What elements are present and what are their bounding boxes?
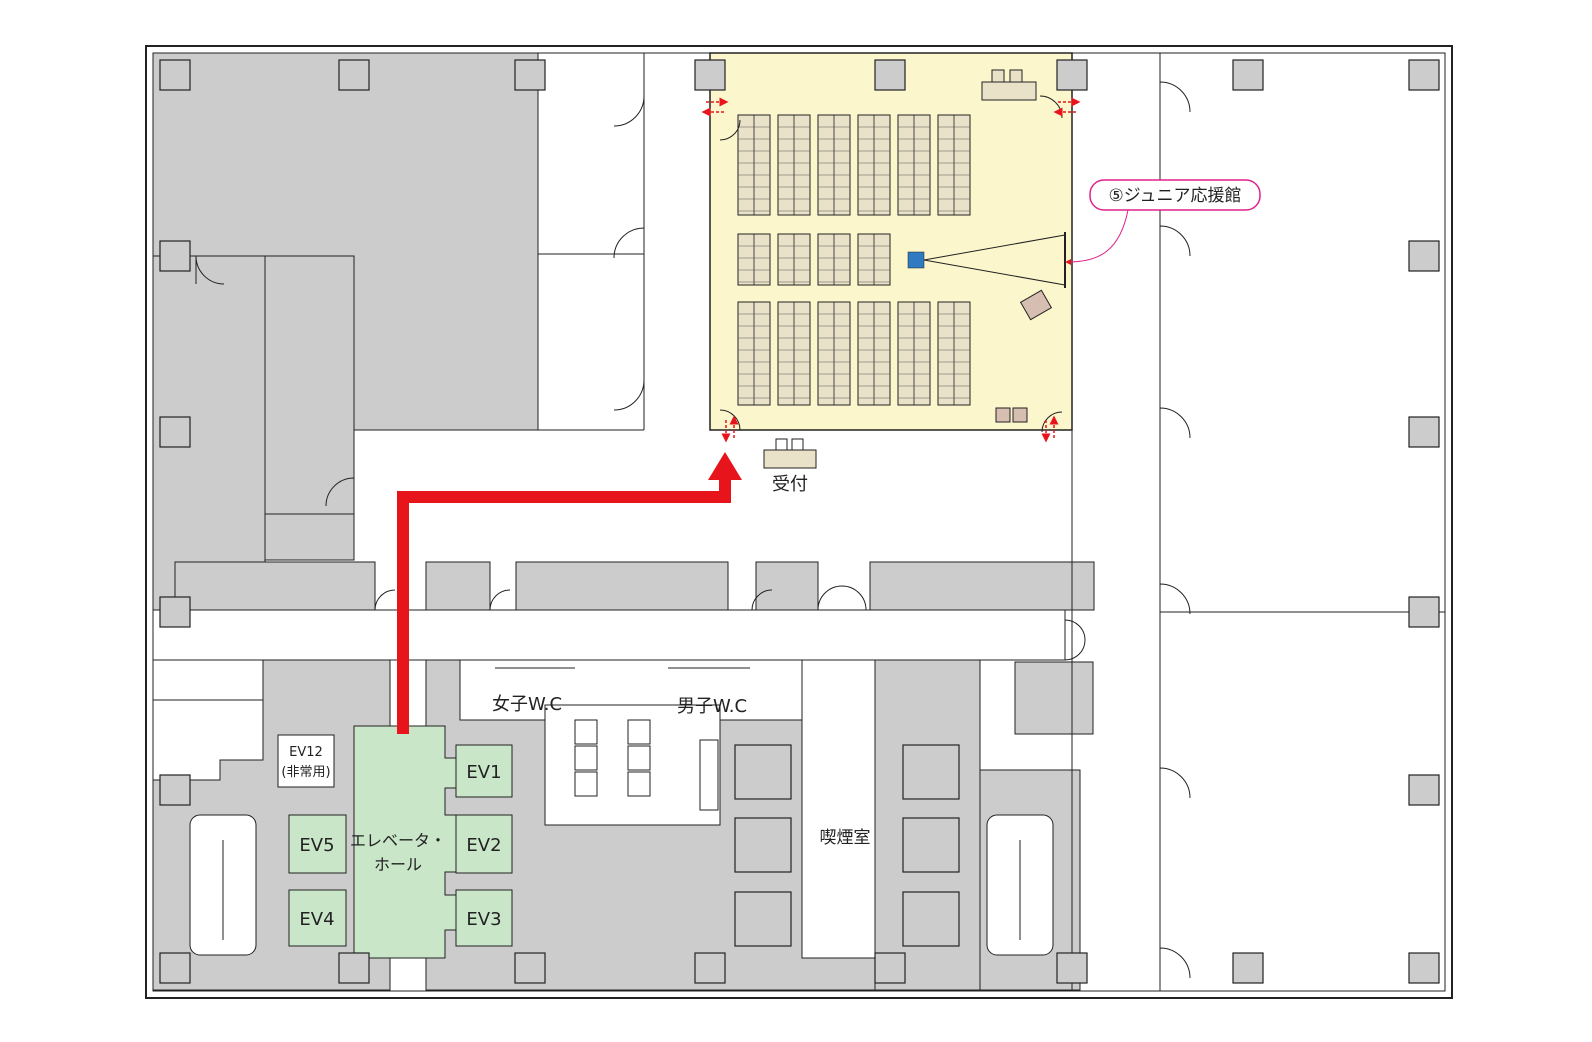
column-icon — [1408, 774, 1440, 806]
smoking-room — [801, 659, 876, 959]
column-icon — [1232, 952, 1264, 984]
elevators — [288, 744, 513, 947]
column-icon — [338, 952, 370, 984]
ev1-car — [455, 744, 513, 798]
ev2-label: EV2 — [466, 835, 501, 856]
column-icon — [1408, 596, 1440, 628]
column-icon — [159, 952, 191, 984]
ev4-label: EV4 — [299, 909, 334, 930]
column-icon — [874, 59, 906, 91]
womens-restroom-label: 女子W.C — [492, 694, 562, 715]
stair-icon-left — [189, 814, 257, 956]
ev1-label: EV1 — [466, 762, 501, 783]
room-left-inner-2 — [264, 255, 355, 515]
corridor-room-4 — [755, 561, 819, 611]
podium-seat-1 — [991, 69, 1005, 83]
elevator-hall-label-1: エレベータ・ — [350, 831, 446, 850]
door-arrows — [701, 97, 1081, 443]
column-icon — [514, 952, 546, 984]
column-icon — [1056, 59, 1088, 91]
column-icon — [159, 240, 191, 272]
reception-seat-2 — [791, 438, 804, 451]
column-icon — [1232, 59, 1264, 91]
column-icon — [1056, 952, 1088, 984]
column-icon — [159, 596, 191, 628]
podium-seat-2 — [1009, 69, 1023, 83]
ev12-box — [277, 734, 335, 788]
column-icons — [159, 59, 1440, 984]
lectern — [1019, 289, 1053, 321]
podium — [981, 81, 1037, 101]
venue-callout — [1089, 179, 1261, 211]
ev4-car — [288, 889, 347, 947]
projector-icon — [907, 251, 925, 269]
service-shafts — [734, 744, 960, 947]
room-right-stair-top — [1014, 661, 1094, 735]
storage-box-2 — [1012, 407, 1028, 423]
reception-desk — [763, 449, 817, 469]
corridor-room-5 — [869, 561, 1095, 611]
corridor-horizontal — [152, 609, 1066, 661]
column-icon — [694, 952, 726, 984]
venue-tables — [737, 114, 971, 406]
column-icon — [159, 416, 191, 448]
restroom-stalls — [495, 667, 750, 811]
restroom-area — [544, 704, 721, 826]
storage-box-1 — [995, 407, 1011, 423]
venue-callout-leader — [1065, 209, 1129, 265]
door-swing-icons — [195, 81, 1191, 979]
reception-seat-1 — [775, 438, 788, 451]
venue-callout-label: ⑤ジュニア応援館 — [1108, 186, 1241, 206]
ev3-car — [455, 889, 513, 947]
corridor-left-box — [152, 659, 264, 701]
route-arrowhead — [708, 452, 742, 480]
column-icon — [874, 952, 906, 984]
column-icon — [514, 59, 546, 91]
route-arrow-icon — [397, 478, 731, 734]
column-icon — [1408, 59, 1440, 91]
column-icon — [1408, 416, 1440, 448]
ev3-label: EV3 — [466, 909, 501, 930]
column-icon — [159, 774, 191, 806]
corridor-room-3 — [515, 561, 729, 611]
column-icon — [338, 59, 370, 91]
column-icon — [694, 59, 726, 91]
smoking-room-label: 喫煙室 — [820, 828, 871, 848]
column-icon — [159, 59, 191, 91]
mens-restroom-label: 男子W.C — [677, 696, 747, 717]
column-icon — [1408, 952, 1440, 984]
corridor-room-2 — [425, 561, 491, 611]
corridor-room-1 — [174, 561, 376, 611]
ev12-label-2: (非常用) — [281, 765, 330, 780]
column-icon — [1408, 240, 1440, 272]
elevator-hall-label-2: ホール — [374, 855, 422, 874]
ev2-car — [455, 814, 513, 874]
stair-icon-right — [986, 814, 1054, 956]
ev5-label: EV5 — [299, 835, 334, 856]
ev12-label-1: EV12 — [289, 745, 323, 760]
reception-label: 受付 — [772, 474, 808, 495]
ev5-car — [288, 814, 347, 874]
